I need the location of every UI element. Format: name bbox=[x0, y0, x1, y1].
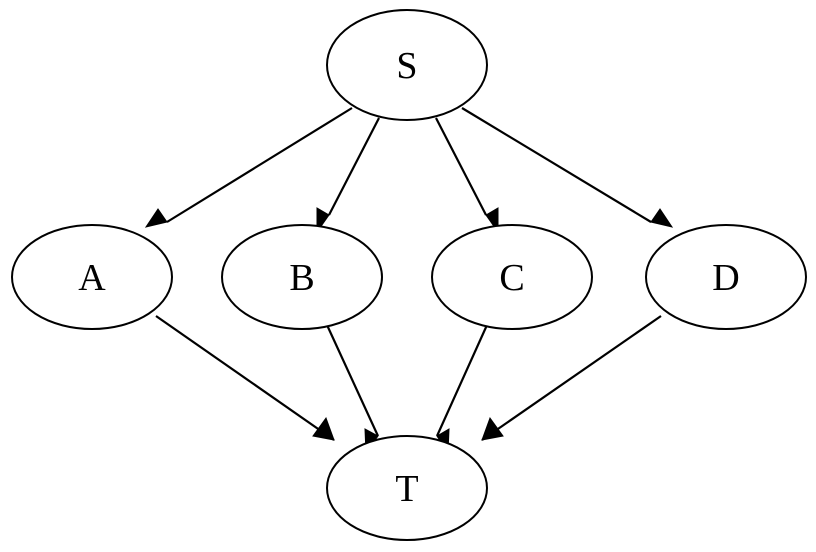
node-d[interactable]: D bbox=[645, 224, 807, 330]
edge-line bbox=[155, 315, 335, 441]
node-label: T bbox=[395, 468, 418, 510]
edge-arrowhead bbox=[481, 416, 504, 441]
node-label: A bbox=[78, 257, 106, 299]
edge-arrowhead bbox=[650, 208, 674, 228]
node-shape-ellipse[interactable] bbox=[326, 9, 488, 121]
node-shape-ellipse[interactable] bbox=[431, 224, 593, 330]
edge-line bbox=[461, 107, 652, 223]
edge-arrowhead bbox=[312, 416, 335, 441]
node-t[interactable]: T bbox=[326, 435, 488, 541]
node-shape-ellipse[interactable] bbox=[326, 435, 488, 541]
node-label: C bbox=[499, 257, 524, 299]
edge-a-to-t bbox=[155, 315, 335, 441]
edge-line bbox=[328, 117, 380, 216]
node-shape-ellipse[interactable] bbox=[11, 224, 173, 330]
edge-d-to-t bbox=[481, 315, 662, 441]
edge-s-to-a bbox=[144, 107, 353, 228]
node-shape-ellipse[interactable] bbox=[645, 224, 807, 330]
edges-layer bbox=[144, 107, 674, 455]
edge-line bbox=[435, 117, 487, 216]
edge-arrowhead bbox=[144, 208, 168, 228]
node-label: S bbox=[396, 45, 417, 87]
node-label: D bbox=[712, 257, 739, 299]
node-a[interactable]: A bbox=[11, 224, 173, 330]
edge-s-to-d bbox=[461, 107, 674, 228]
node-b[interactable]: B bbox=[221, 224, 383, 330]
edge-line bbox=[435, 324, 489, 437]
edge-line bbox=[326, 324, 379, 437]
edge-line bbox=[166, 107, 353, 223]
edge-line bbox=[481, 315, 662, 441]
node-shape-ellipse[interactable] bbox=[221, 224, 383, 330]
node-label: B bbox=[289, 257, 314, 299]
node-s[interactable]: S bbox=[326, 9, 488, 121]
node-c[interactable]: C bbox=[431, 224, 593, 330]
nodes-layer: S A B C D T bbox=[11, 9, 807, 541]
